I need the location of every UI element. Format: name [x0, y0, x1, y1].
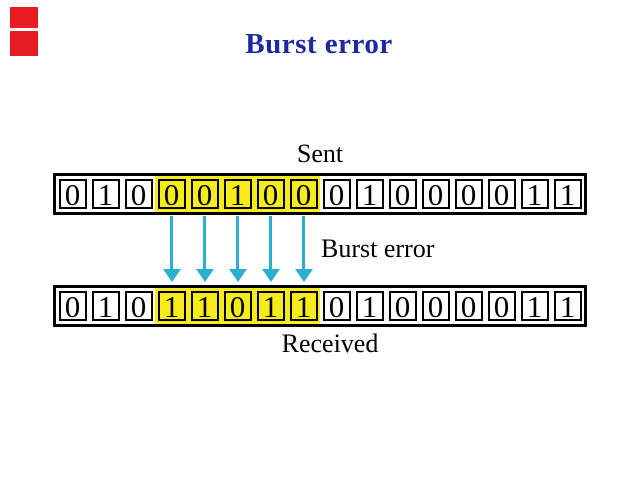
bit-cell: 0: [485, 288, 518, 324]
bit-value: 1: [553, 179, 582, 210]
bit-value: 0: [454, 291, 483, 322]
burst-error-label: Burst error: [321, 234, 435, 263]
bit-cell: 0: [386, 176, 419, 212]
bit-cell: 0: [452, 288, 485, 324]
corner-accent-bottom: [10, 31, 38, 56]
bit-value: 0: [58, 179, 87, 210]
bit-cell: 0: [221, 288, 254, 324]
bit-value: 1: [91, 179, 120, 210]
down-arrow-icon: [195, 216, 214, 282]
bit-value: 0: [223, 291, 252, 322]
bit-value: 0: [124, 179, 153, 210]
bit-value: 1: [256, 291, 285, 322]
received-label: Received: [281, 329, 379, 358]
bit-value: 0: [421, 179, 450, 210]
corner-accent-top: [10, 7, 38, 28]
bit-cell: 0: [287, 176, 320, 212]
bit-value: 1: [553, 291, 582, 322]
bit-cell: 1: [254, 288, 287, 324]
bit-cell: 0: [386, 288, 419, 324]
bit-value: 1: [190, 291, 219, 322]
bit-value: 0: [322, 291, 351, 322]
bit-value: 1: [355, 291, 384, 322]
bit-cell: 0: [122, 176, 155, 212]
down-arrow-icon: [228, 216, 247, 282]
bit-cell: 1: [89, 176, 122, 212]
bit-cell: 1: [221, 176, 254, 212]
bit-cell: 0: [254, 176, 287, 212]
bit-value: 0: [256, 179, 285, 210]
bit-cell: 0: [188, 176, 221, 212]
page-title: Burst error: [245, 28, 393, 60]
bit-cell: 1: [287, 288, 320, 324]
bit-value: 1: [157, 291, 186, 322]
bit-cell: 0: [122, 288, 155, 324]
bit-cell: 0: [155, 176, 188, 212]
bit-value: 0: [421, 291, 450, 322]
bit-cell: 0: [56, 176, 89, 212]
bit-value: 0: [289, 179, 318, 210]
bit-value: 1: [91, 291, 120, 322]
bit-value: 1: [289, 291, 318, 322]
bit-value: 0: [388, 291, 417, 322]
bit-value: 0: [388, 179, 417, 210]
bit-value: 1: [355, 179, 384, 210]
down-arrow-icon: [294, 216, 313, 282]
bit-value: 0: [190, 179, 219, 210]
bit-cell: 1: [551, 176, 584, 212]
bit-cell: 1: [353, 176, 386, 212]
bit-value: 0: [157, 179, 186, 210]
bit-value: 0: [124, 291, 153, 322]
bit-value: 1: [223, 179, 252, 210]
bit-value: 0: [322, 179, 351, 210]
bit-value: 0: [487, 291, 516, 322]
bit-cell: 1: [188, 288, 221, 324]
bit-cell: 1: [551, 288, 584, 324]
bit-cell: 1: [518, 288, 551, 324]
bit-value: 0: [454, 179, 483, 210]
bit-cell: 1: [518, 176, 551, 212]
bit-cell: 1: [353, 288, 386, 324]
bit-cell: 0: [452, 176, 485, 212]
bit-value: 1: [520, 179, 549, 210]
down-arrow-icon: [162, 216, 181, 282]
bit-cell: 0: [485, 176, 518, 212]
bit-cell: 1: [89, 288, 122, 324]
bit-value: 0: [487, 179, 516, 210]
bit-cell: 0: [419, 288, 452, 324]
down-arrow-icon: [261, 216, 280, 282]
bit-cell: 0: [419, 176, 452, 212]
bit-cell: 0: [56, 288, 89, 324]
bit-value: 0: [58, 291, 87, 322]
bit-cell: 1: [155, 288, 188, 324]
bit-cell: 0: [320, 176, 353, 212]
sent-label: Sent: [296, 139, 344, 168]
bit-cell: 0: [320, 288, 353, 324]
bit-value: 1: [520, 291, 549, 322]
